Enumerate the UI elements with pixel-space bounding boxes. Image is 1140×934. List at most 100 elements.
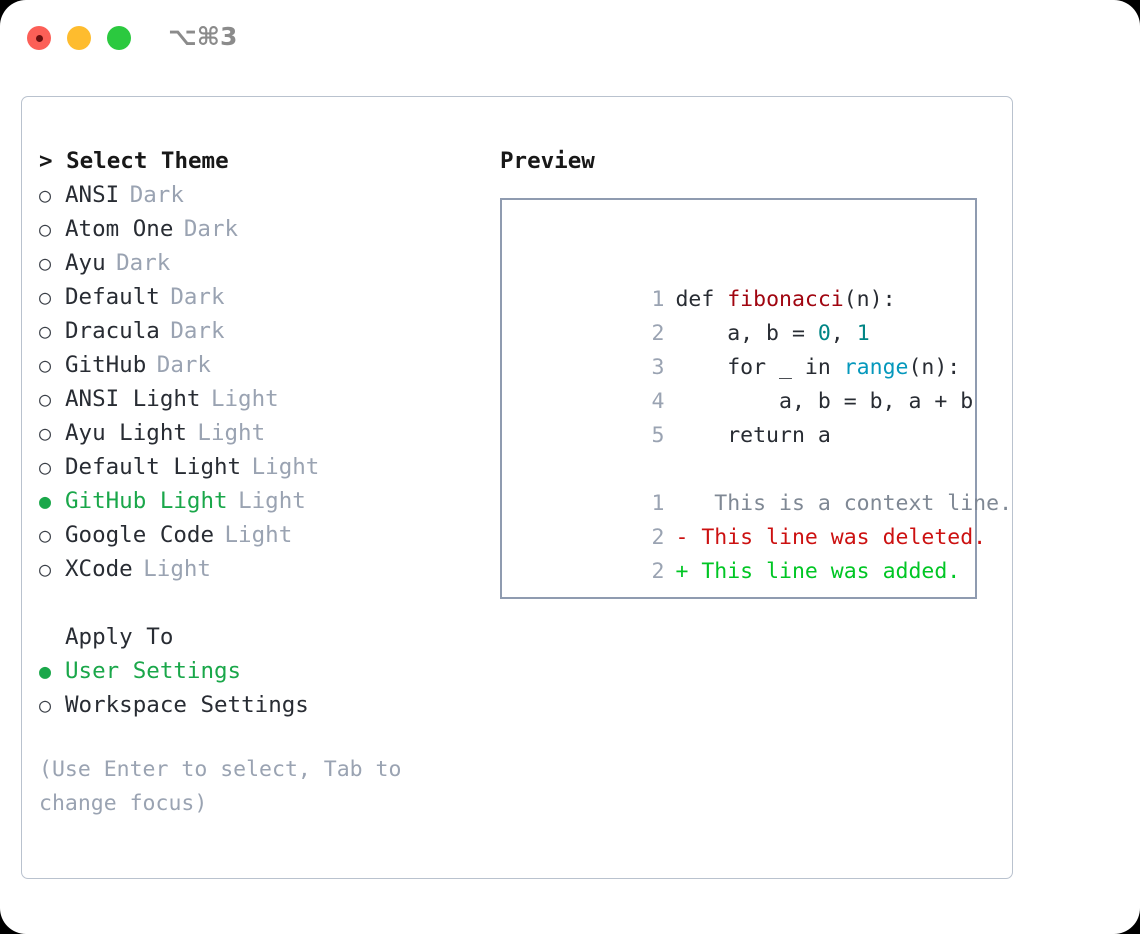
diff-marker: + xyxy=(675,559,689,584)
theme-list-item[interactable]: ○ Ayu Dark xyxy=(39,246,469,280)
radio-icon: ○ xyxy=(39,523,52,547)
keyboard-hint-text: (Use Enter to select, Tab to change focu… xyxy=(39,757,402,816)
radio-selected-icon: ● xyxy=(39,489,52,513)
theme-tag: Light xyxy=(251,454,320,480)
line-number: 2 xyxy=(651,559,665,584)
theme-name: GitHub Light xyxy=(65,488,228,514)
radio-icon: ○ xyxy=(39,387,52,411)
diff-text: This line was added. xyxy=(688,559,961,584)
window-title: ⌥⌘3 xyxy=(168,22,238,51)
theme-list: ○ ANSI Dark ○ Atom One Dark ○ Ayu Dark ○… xyxy=(39,178,469,586)
radio-icon: ○ xyxy=(39,353,52,377)
code-segment: (n): xyxy=(908,355,961,380)
theme-name: Google Code xyxy=(65,522,215,548)
close-window-button[interactable] xyxy=(27,26,51,50)
code-line: 1 def fibonacci(n): xyxy=(522,249,975,312)
window-titlebar: ⌥⌘3 xyxy=(0,0,1140,78)
apply-to-list: ● User Settings ○ Workspace Settings xyxy=(39,654,469,722)
radio-icon: ○ xyxy=(39,217,52,241)
theme-name: Ayu xyxy=(65,250,106,276)
minimize-window-button[interactable] xyxy=(67,26,91,50)
theme-tag: Light xyxy=(238,488,306,514)
theme-list-item[interactable]: ○ Google Code Light xyxy=(39,518,469,552)
theme-name: XCode xyxy=(65,556,133,582)
theme-name: Default xyxy=(65,284,160,310)
code-line: 3 for _ in range(n): xyxy=(522,317,975,380)
theme-list-item[interactable]: ○ XCode Light xyxy=(39,552,469,586)
code-segment: return a xyxy=(675,423,831,448)
theme-tag: Dark xyxy=(183,216,239,242)
code-segment-number: 1 xyxy=(856,321,870,346)
radio-icon: ○ xyxy=(39,285,52,309)
theme-name: Default Light xyxy=(65,454,242,480)
code-line: 2 a, b = 0, 1 xyxy=(522,283,975,346)
theme-name: ANSI Light xyxy=(65,386,201,412)
radio-icon: ○ xyxy=(39,251,52,275)
diff-text: This is a context line. xyxy=(688,491,1013,516)
apply-to-item[interactable]: ○ Workspace Settings xyxy=(39,688,469,722)
line-number: 4 xyxy=(651,389,665,414)
radio-icon: ○ xyxy=(39,421,52,445)
main-panel: > Select Theme ○ ANSI Dark ○ Atom One Da… xyxy=(21,96,1013,879)
theme-tag: Light xyxy=(197,420,266,446)
diff-line-deleted: 2- This line was deleted. xyxy=(522,487,987,550)
radio-icon: ○ xyxy=(39,455,52,479)
diff-marker xyxy=(675,491,688,516)
theme-list-item[interactable]: ○ ANSI Light Light xyxy=(39,382,469,416)
theme-tag: Light xyxy=(210,386,279,412)
code-segment-function: fibonacci xyxy=(727,287,844,312)
line-number: 1 xyxy=(651,287,665,312)
line-number: 2 xyxy=(651,321,665,346)
theme-list-item[interactable]: ○ Dracula Dark xyxy=(39,314,469,348)
code-segment: (n): xyxy=(843,287,896,312)
theme-tag: Dark xyxy=(170,284,225,310)
line-number: 2 xyxy=(651,525,665,550)
code-segment-number: 0 xyxy=(817,321,831,346)
line-number: 5 xyxy=(651,423,665,448)
apply-to-item-selected[interactable]: ● User Settings xyxy=(39,654,469,688)
radio-icon: ○ xyxy=(39,557,52,581)
theme-list-item[interactable]: ○ Atom One Dark xyxy=(39,212,469,246)
code-segment: , xyxy=(830,321,857,346)
radio-selected-icon: ● xyxy=(39,659,52,683)
theme-tag: Light xyxy=(224,522,293,548)
line-number: 3 xyxy=(651,355,665,380)
diff-text: This line was deleted. xyxy=(688,525,987,550)
traffic-lights xyxy=(27,26,131,50)
apply-to-label: User Settings xyxy=(65,658,242,684)
diff-marker: - xyxy=(675,525,689,550)
theme-name: GitHub xyxy=(65,352,147,378)
theme-tag: Dark xyxy=(170,318,225,344)
theme-tag: Dark xyxy=(116,250,171,276)
radio-icon: ○ xyxy=(39,183,52,207)
code-line: 4 a, b = b, a + b xyxy=(522,351,975,414)
theme-tag: Dark xyxy=(156,352,211,378)
theme-name: Dracula xyxy=(65,318,160,344)
theme-name: Atom One xyxy=(65,216,174,242)
theme-list-item-selected[interactable]: ● GitHub Light Light xyxy=(39,484,469,518)
code-line: 5 return a xyxy=(522,385,975,448)
theme-list-item[interactable]: ○ Default Dark xyxy=(39,280,469,314)
code-segment: a, b = b, a + b xyxy=(675,389,974,414)
theme-list-item[interactable]: ○ GitHub Dark xyxy=(39,348,469,382)
theme-list-item[interactable]: ○ Ayu Light Light xyxy=(39,416,469,450)
theme-name: Ayu Light xyxy=(65,420,187,446)
theme-selector-column: > Select Theme ○ ANSI Dark ○ Atom One Da… xyxy=(39,144,469,821)
radio-icon: ○ xyxy=(39,319,52,343)
code-segment-builtin: range xyxy=(843,355,909,380)
apply-to-label: Workspace Settings xyxy=(65,692,309,718)
theme-list-item[interactable]: ○ Default Light Light xyxy=(39,450,469,484)
code-segment: def xyxy=(675,287,728,312)
theme-tag: Light xyxy=(143,556,211,582)
radio-icon: ○ xyxy=(39,693,52,717)
list-spacer xyxy=(39,586,469,620)
theme-list-item[interactable]: ○ ANSI Dark xyxy=(39,178,469,212)
line-number: 1 xyxy=(651,491,665,516)
diff-line-context: 1 This is a context line. xyxy=(522,453,1013,516)
diff-line-added: 2 + This line was added. xyxy=(522,521,975,584)
maximize-window-button[interactable] xyxy=(107,26,131,50)
code-segment: a, b = xyxy=(675,321,818,346)
